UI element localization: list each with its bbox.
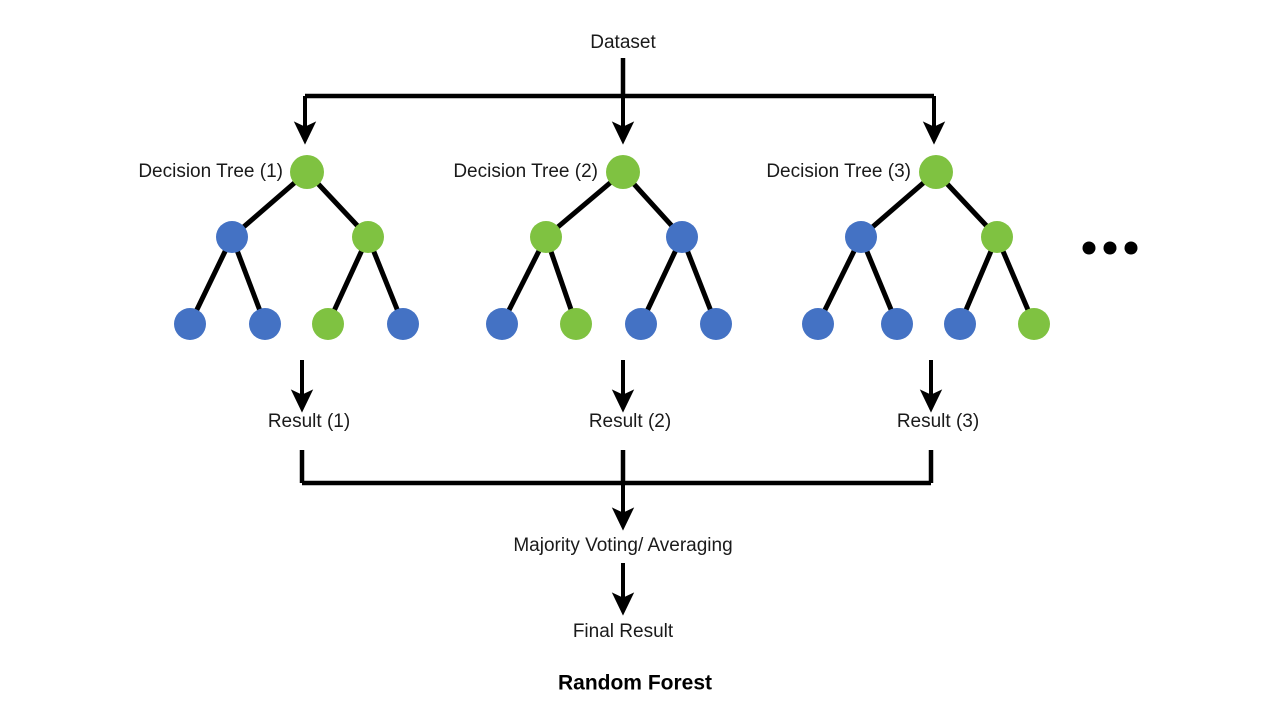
tree-1-leaf-node-2-blue: [249, 308, 281, 340]
decision-tree-3-label: Decision Tree (3): [766, 161, 911, 182]
results-collector: [299, 450, 934, 531]
tree-2-branch-node-right-blue: [666, 221, 698, 253]
tree-3-root-node-green: [919, 155, 953, 189]
decision-tree-2: Decision Tree (2) Result (2): [453, 155, 732, 432]
final-result-label: Final Result: [573, 621, 674, 642]
tree-3-edge-leaf-1: [815, 235, 864, 326]
tree-1-leaf-node-4-blue: [387, 308, 419, 340]
majority-voting-label: Majority Voting/ Averaging: [513, 535, 732, 556]
decision-tree-1-label: Decision Tree (1): [138, 161, 283, 182]
decision-tree-1: Decision Tree (1) Result (1): [138, 155, 419, 432]
result-3-label: Result (3): [897, 411, 979, 432]
tree-1-edge-leaf-1: [187, 235, 235, 326]
tree-2-leaf-node-3-blue: [625, 308, 657, 340]
dataset-distributor: [293, 58, 946, 145]
decision-tree-2-label: Decision Tree (2): [453, 161, 598, 182]
tree-3-leaf-node-1-blue: [802, 308, 834, 340]
tree-3-branch-node-right-green: [981, 221, 1013, 253]
decision-trees-layer: Decision Tree (1)Result (1)Decision Tree…: [138, 155, 1050, 432]
tree-1-branch-node-left-blue: [216, 221, 248, 253]
diagram-title: Random Forest: [558, 672, 712, 695]
tree-2-edge-leaf-3: [638, 235, 685, 326]
tree-2-root-node-green: [606, 155, 640, 189]
tree-2-branch-node-left-green: [530, 221, 562, 253]
tree-2-leaf-node-2-green: [560, 308, 592, 340]
tree-3-leaf-node-2-blue: [881, 308, 913, 340]
dataset-label: Dataset: [590, 32, 656, 53]
tree-2-edge-leaf-1: [499, 235, 549, 326]
tree-1-branch-node-right-green: [352, 221, 384, 253]
decision-tree-3: Decision Tree (3) Result (3): [766, 155, 1050, 432]
tree-2-leaf-node-1-blue: [486, 308, 518, 340]
tree-1-leaf-node-3-green: [312, 308, 344, 340]
tree-2-leaf-node-4-blue: [700, 308, 732, 340]
tree-3-branch-node-left-blue: [845, 221, 877, 253]
result-1-label: Result (1): [268, 411, 350, 432]
more-trees-ellipsis-icon: [1082, 241, 1138, 255]
tree-1-root-node-green: [290, 155, 324, 189]
tree-3-leaf-node-4-green: [1018, 308, 1050, 340]
tree-1-leaf-node-1-blue: [174, 308, 206, 340]
result-2-label: Result (2): [589, 411, 671, 432]
tree-3-leaf-node-3-blue: [944, 308, 976, 340]
